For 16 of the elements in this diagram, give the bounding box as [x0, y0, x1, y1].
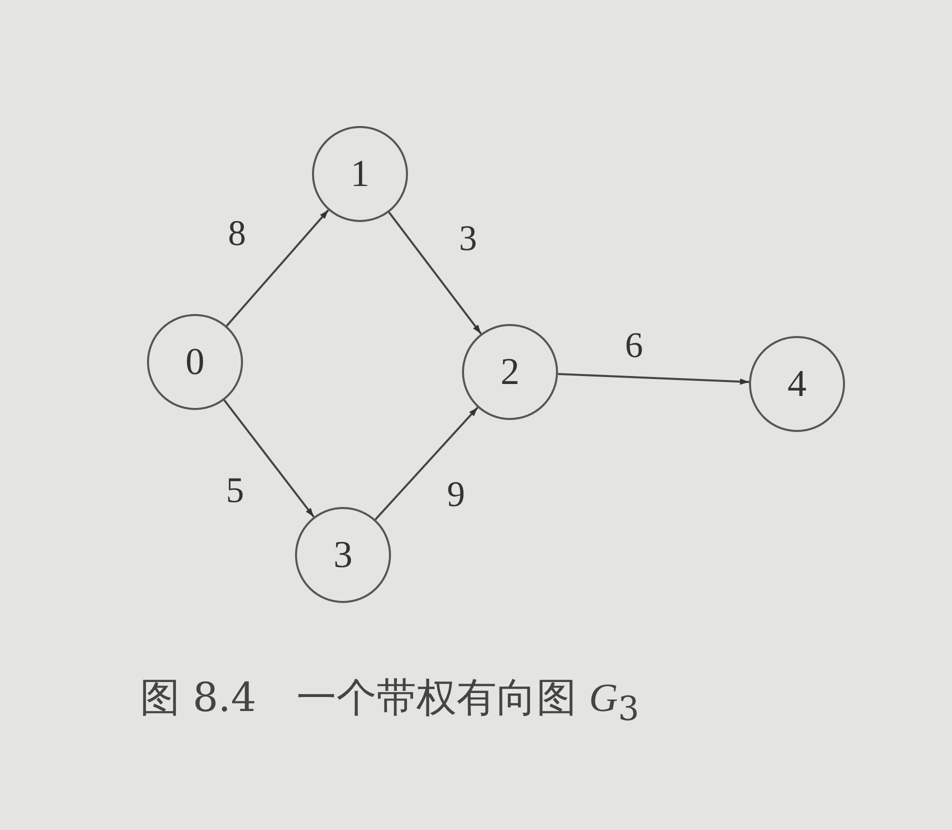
node-circle: [749, 336, 845, 432]
node-label: 2: [500, 350, 520, 394]
arrow: [558, 373, 750, 385]
node-circle: [312, 126, 408, 222]
arrow: [388, 212, 482, 334]
node-label: 1: [350, 152, 370, 196]
arrow: [223, 399, 315, 518]
arrow: [226, 209, 330, 327]
node-circle: [462, 324, 558, 420]
node-label: 4: [788, 362, 806, 406]
node-label: 0: [186, 340, 204, 384]
node-label: 3: [334, 533, 352, 577]
arrow: [374, 406, 478, 520]
node-circle: [295, 507, 391, 603]
node-circle: [147, 314, 243, 410]
figure-caption: 图 8.4 一个带权有向图 G$_{3}$: [140, 674, 640, 728]
